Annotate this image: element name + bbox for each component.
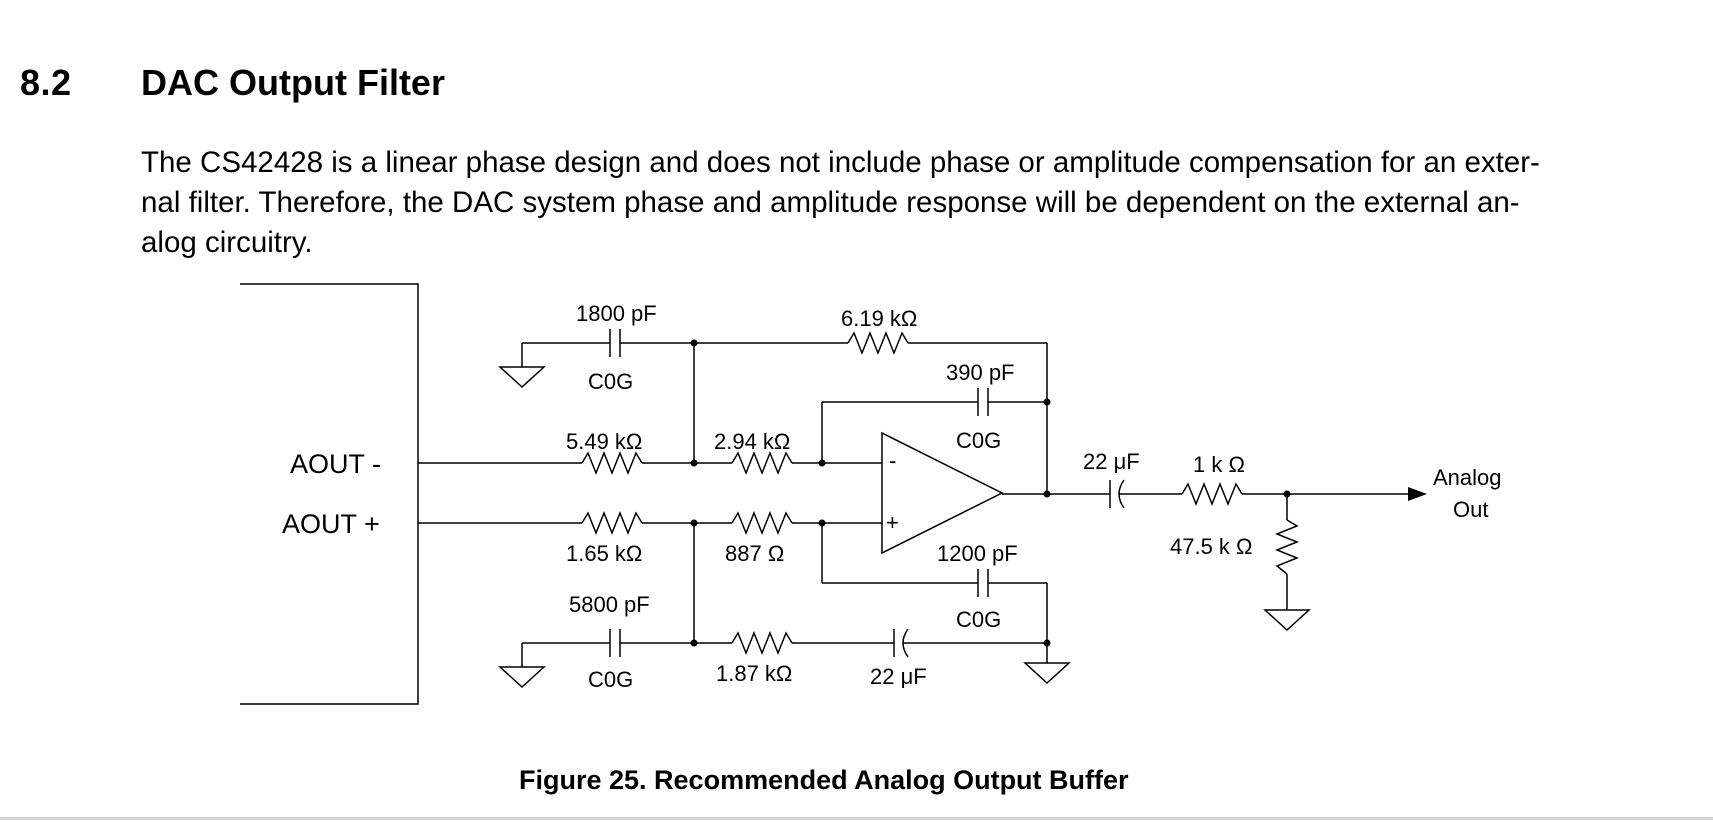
resistor-5k49-symbol	[581, 450, 643, 476]
section-number: 8.2	[20, 62, 72, 103]
label-1k: 1 k Ω	[1193, 452, 1245, 477]
arrow-right-icon	[1408, 487, 1427, 501]
label-1800pf: 1800 pF	[576, 301, 657, 326]
label-1800pf-c0g: C0G	[588, 369, 633, 394]
label-5k49: 5.49 kΩ	[566, 429, 642, 454]
label-47k5: 47.5 k Ω	[1170, 534, 1253, 559]
resistor-887-symbol	[731, 510, 793, 536]
label-22uf-bottom: 22 μF	[870, 664, 927, 689]
paragraph-line: nal filter. Therefore, the DAC system ph…	[141, 186, 1520, 219]
paragraph-line: The CS42428 is a linear phase design and…	[141, 146, 1540, 179]
page-bottom-rule	[0, 817, 1713, 820]
ground-icon	[498, 366, 546, 389]
resistor-1k-symbol	[1181, 481, 1243, 507]
label-1k87: 1.87 kΩ	[716, 661, 792, 686]
label-22uf-output: 22 μF	[1083, 449, 1140, 474]
resistor-1k65-symbol	[581, 510, 643, 536]
label-1k65: 1.65 kΩ	[566, 541, 642, 566]
label-5800pf: 5800 pF	[569, 592, 650, 617]
resistor-47k5-symbol	[1274, 519, 1300, 575]
body-paragraph: The CS42428 is a linear phase design and…	[141, 143, 1701, 263]
analog-out-label-line2: Out	[1453, 497, 1488, 522]
label-887: 887 Ω	[725, 541, 784, 566]
label-390pf-c0g: C0G	[956, 428, 1001, 453]
ground-icon	[1263, 609, 1311, 632]
label-1200pf-c0g: C0G	[956, 607, 1001, 632]
resistor-2k94-symbol	[731, 450, 793, 476]
ground-icon	[1023, 662, 1071, 685]
section-title: DAC Output Filter	[141, 62, 445, 103]
aout-minus-label: AOUT -	[290, 449, 381, 479]
paragraph-line: alog circuitry.	[141, 226, 313, 259]
label-1200pf: 1200 pF	[937, 541, 1018, 566]
ground-icon	[498, 666, 546, 689]
label-5800pf-c0g: C0G	[588, 667, 633, 692]
label-2k94: 2.94 kΩ	[714, 429, 790, 454]
device-outline	[240, 283, 419, 705]
figure-caption: Figure 25. Recommended Analog Output Buf…	[519, 765, 1129, 795]
junction-dot	[1043, 398, 1051, 406]
resistor-1k87-symbol	[731, 630, 793, 656]
label-390pf: 390 pF	[946, 360, 1015, 385]
label-6k19: 6.19 kΩ	[841, 306, 917, 331]
aout-plus-label: AOUT +	[282, 509, 380, 539]
opamp-minus-label: -	[889, 448, 896, 473]
opamp-plus-label: +	[886, 510, 899, 535]
analog-out-label-line1: Analog	[1433, 465, 1502, 490]
opamp-symbol	[881, 431, 1004, 555]
junction-dot	[1043, 639, 1051, 647]
resistor-6k19-symbol	[847, 330, 909, 356]
